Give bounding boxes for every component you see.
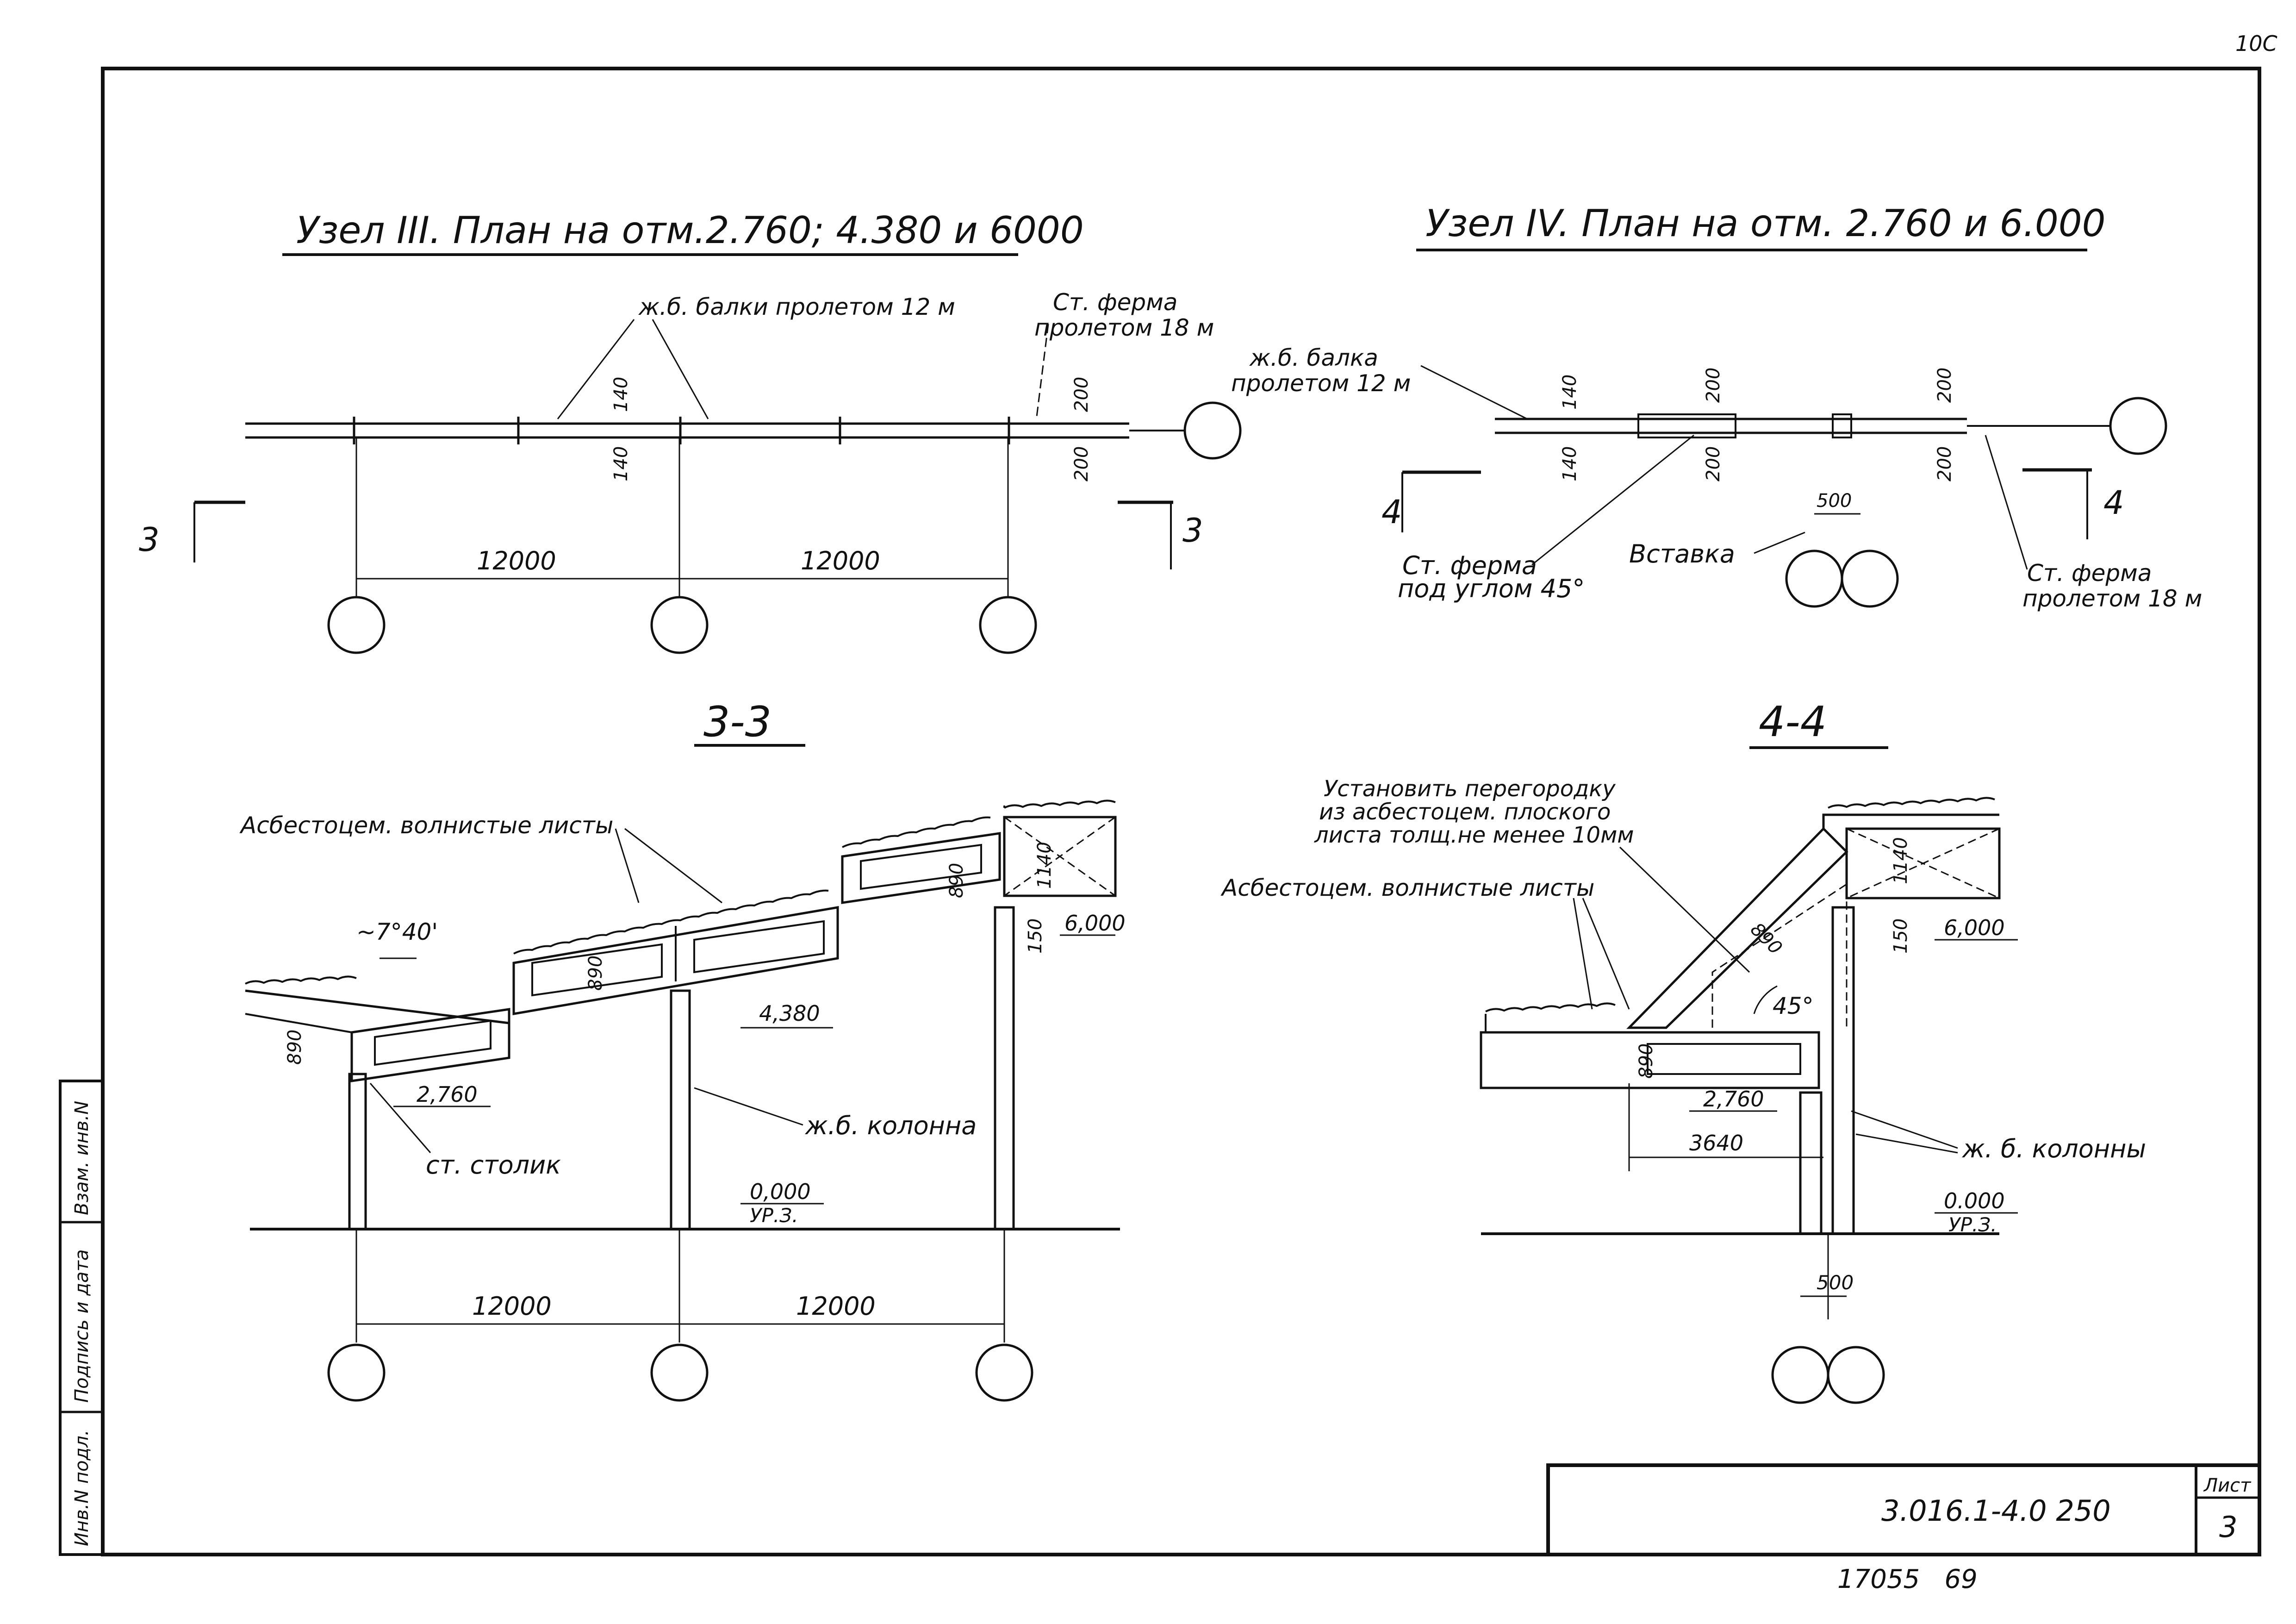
section33-label-column: ж.б. колонна [804,1111,977,1140]
section33-span-left: 12000 [472,1292,552,1321]
section33-dim-890b: 890 [585,956,606,991]
section44-note-1: Установить перегородку [1324,776,1616,802]
node4-label-insert: Вставка [1629,539,1735,568]
section33-span-right: 12000 [796,1292,876,1321]
section44-label-sheets: Асбестоцем. волнистые листы [1220,874,1594,901]
node4-label-truss18-2: пролетом 18 м [2022,585,2202,612]
section33-mark-6000: 6,000 [1064,911,1126,936]
section44-mark-2760: 2,760 [1703,1087,1764,1112]
node3-dim-140-bottom: 140 [610,446,632,481]
sheet-frame [101,67,2261,1556]
section44-mark-0000: 0.000 [1944,1188,2005,1213]
section44-note-2: из асбестоцем. плоского [1319,799,1611,825]
node3-dim-200-top: 200 [1071,377,1092,412]
section44-dim-3640: 3640 [1689,1131,1743,1156]
stamp: 3.016.1-4.0 250 Лист 3 [1546,1463,2261,1556]
node3-title: Узел III. План на отм.2.760; 4.380 и 600… [296,209,1084,252]
node4-dim-200b-bottom: 200 [1934,446,1955,481]
section33-label-sheets: Асбестоцем. волнистые листы [239,812,613,839]
section33-label-table: ст. столик [426,1150,561,1180]
node4-dim-140-bottom: 140 [1559,446,1580,481]
side-label-replace: Взам. инв.N [71,1101,93,1215]
node3-dim-140-top: 140 [610,377,632,412]
section44-mark-level: УР.З. [1948,1213,1997,1236]
node3-label-truss-2: пролетом 18 м [1034,314,1214,341]
side-title-block: Инв.N подл. Подпись и дата Взам. инв.N [59,1080,104,1556]
side-label-inv: Инв.N подл. [71,1430,93,1546]
corner-mark: 10С [2235,31,2277,56]
node4-label-beam-1: ж.б. балка [1249,344,1378,371]
section44-dim-890a: 890 [1746,919,1786,959]
section33-dim-1140: 1140 [1034,842,1055,889]
footer-numbers: 17055 69 [1837,1564,1978,1594]
section44-dim-150: 150 [1890,918,1911,954]
node3-cut-left: 3 [139,521,160,559]
stamp-code: 3.016.1-4.0 250 [1881,1494,2111,1528]
node4-dim-140-top: 140 [1559,375,1580,410]
section44-dim-890b: 890 [1636,1043,1657,1079]
section33-mark-level: УР.З. [750,1204,798,1227]
node3-plan: Узел III. План на отм.2.760; 4.380 и 600… [139,209,1242,654]
node4-cut-right: 4 [2103,484,2124,522]
node3-span-left: 12000 [477,546,556,575]
section33-dim-890a: 890 [284,1030,305,1065]
section33-mark-4380: 4,380 [759,1001,820,1026]
node4-label-truss45-2: под углом 45° [1398,574,1585,603]
section33-dim-890c: 890 [946,863,967,898]
section-4-4: 4-4 3640 500 Установить перегородку из [1220,698,2146,1404]
section44-mark-6000: 6,000 [1944,915,2005,940]
node4-dim-500: 500 [1817,490,1852,512]
node4-label-beam-2: пролетом 12 м [1231,370,1411,397]
node4-plan: Узел IV. План на отм. 2.760 и 6.000 500 … [1231,202,2202,612]
section44-dim-500: 500 [1817,1271,1854,1294]
node4-title: Узел IV. План на отм. 2.760 и 6.000 [1425,202,2106,245]
node3-span-right: 12000 [801,546,880,575]
node4-label-truss45-1: Ст. ферма [1402,551,1537,580]
section44-angle: 45° [1773,993,1814,1019]
node3-label-beams: ж.б. балки пролетом 12 м [638,294,955,320]
node4-dim-200a-top: 200 [1703,368,1724,403]
section33-mark-0000: 0,000 [750,1179,811,1204]
node4-cut-left: 4 [1381,493,1402,531]
section-3-3: 3-3 12000 12000 [239,698,1126,1402]
node4-dim-200a-bottom: 200 [1703,446,1724,481]
section44-dim-1140: 1140 [1890,837,1911,884]
section33-slope: ~7°40' [356,918,438,945]
section33-mark-2760: 2,760 [417,1082,478,1107]
section44-title: 4-4 [1759,698,1827,746]
section33-dim-150: 150 [1025,918,1046,954]
stamp-sheet-number: 3 [2219,1510,2237,1544]
node3-label-truss-1: Ст. ферма [1053,289,1177,316]
node3-dim-200-bottom: 200 [1071,446,1092,481]
section44-label-columns: ж. б. колонны [1961,1134,2146,1163]
section44-note-3: листа толщ.не менее 10мм [1314,822,1634,848]
stamp-sheet-label: Лист [2203,1475,2252,1496]
node4-dim-200b-top: 200 [1934,368,1955,403]
node4-label-truss18-1: Ст. ферма [2027,560,2152,587]
node3-cut-right: 3 [1182,512,1203,550]
section33-title: 3-3 [703,698,772,746]
side-label-sign: Подпись и дата [71,1249,93,1403]
